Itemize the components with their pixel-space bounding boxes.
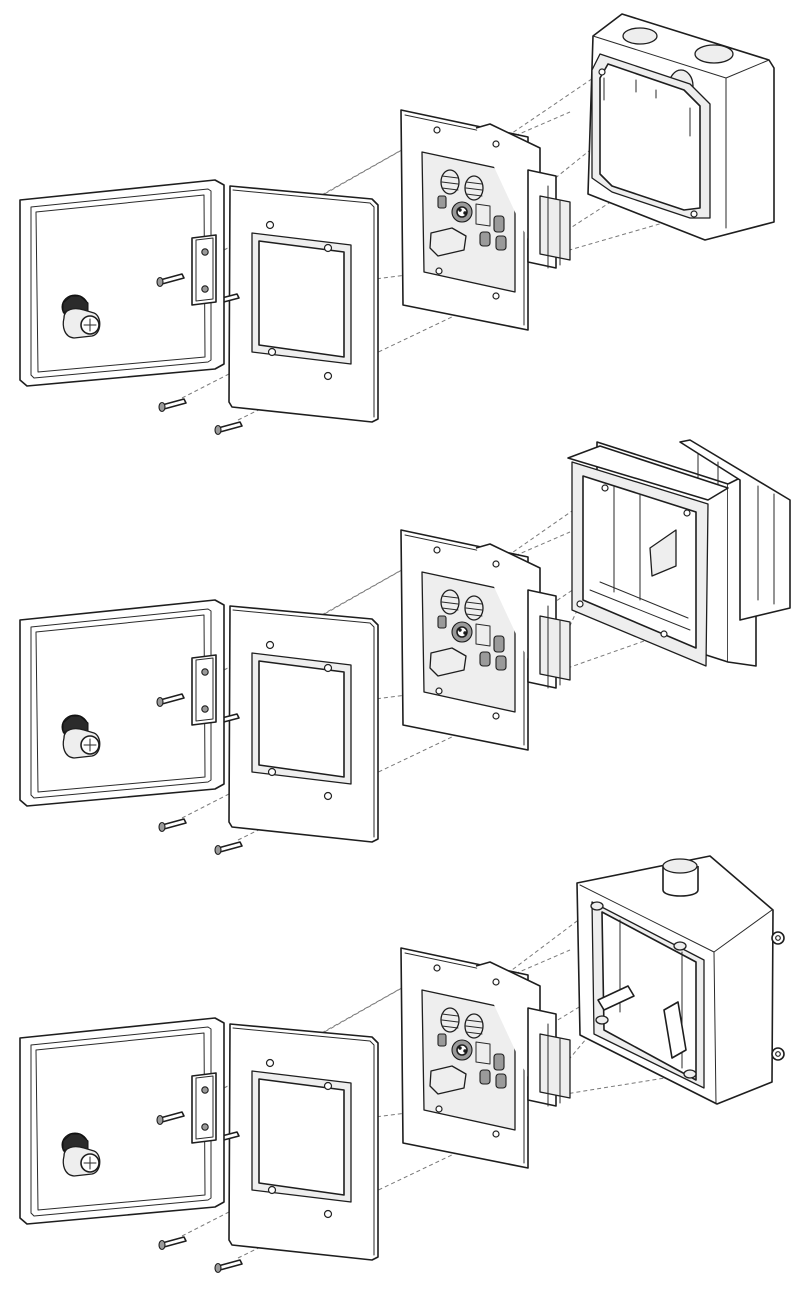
back-box-drywall <box>567 439 791 667</box>
connector-panel <box>400 529 571 751</box>
view-surface-box <box>19 855 785 1274</box>
view-drywall-box <box>19 439 791 856</box>
connector-panel <box>400 947 571 1169</box>
hinged-door <box>19 179 225 387</box>
hinged-door <box>19 599 225 807</box>
trim-plate <box>213 605 379 843</box>
back-box-surface <box>576 855 785 1105</box>
view-square-junction-box <box>19 13 775 436</box>
connector-panel <box>400 109 571 331</box>
trim-plate <box>213 185 379 423</box>
back-box-square <box>587 13 775 241</box>
trim-plate <box>213 1023 379 1261</box>
hinged-door <box>19 1017 225 1225</box>
